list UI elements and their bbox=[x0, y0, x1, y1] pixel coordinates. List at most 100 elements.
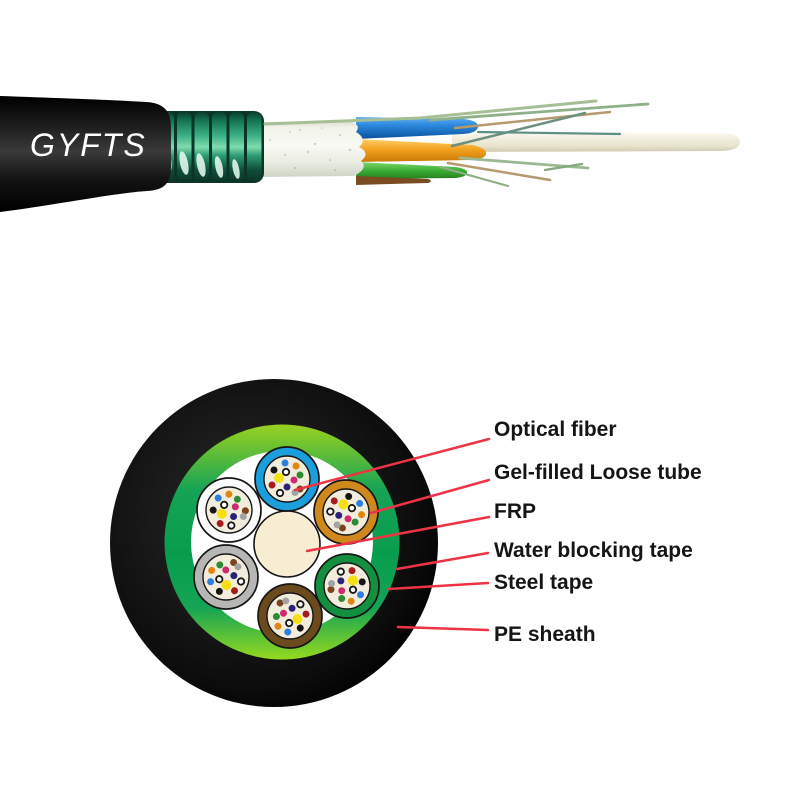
cable-brand-marking: GYFTS bbox=[30, 127, 147, 163]
pe-sheath-photo bbox=[0, 96, 171, 212]
leader-water-blocking bbox=[395, 551, 490, 571]
fiber-dot-orange bbox=[225, 490, 233, 498]
fiber-dot-orange bbox=[208, 566, 216, 574]
label-gel-filled-loose-tube: Gel-filled Loose tube bbox=[494, 461, 702, 484]
fiber-dot-red bbox=[268, 481, 276, 489]
fiber-dot-orange bbox=[358, 511, 366, 519]
fiber-dot-blue bbox=[284, 628, 292, 636]
fiber-dot-red bbox=[330, 497, 338, 505]
leader-steel-tape bbox=[387, 581, 490, 591]
fiber-dot-brown bbox=[230, 558, 238, 566]
fiber-dot-yellow bbox=[347, 575, 358, 586]
fiber-dot-rose bbox=[222, 566, 230, 574]
fiber-dot-green bbox=[216, 561, 224, 569]
fiber-dot-brown bbox=[338, 524, 346, 532]
fiber-dot-white bbox=[348, 585, 358, 594]
fiber-dot-green bbox=[272, 612, 280, 620]
fiber-dot-slate bbox=[333, 521, 341, 529]
fiber-dot-green bbox=[296, 471, 304, 479]
leader-frp bbox=[305, 515, 491, 553]
tape-speckles bbox=[269, 127, 352, 171]
fiber-dot-brown bbox=[276, 599, 284, 607]
fiber-strands bbox=[263, 99, 650, 188]
fiber-dot-slate bbox=[282, 597, 290, 605]
fiber-dot-blue bbox=[214, 494, 222, 502]
fiber-dot-red bbox=[348, 567, 356, 575]
fiber-dot-white bbox=[220, 500, 229, 509]
fiber-dot-green bbox=[351, 518, 359, 526]
fiber-dot-white bbox=[326, 507, 335, 516]
fiber-dot-rose bbox=[231, 503, 239, 511]
fiber-dot-white bbox=[296, 600, 305, 609]
fiber-dot-yellow bbox=[338, 499, 349, 510]
label-pe-sheath: PE sheath bbox=[494, 623, 596, 646]
fiber-dot-violet bbox=[230, 572, 238, 580]
fiber-dot-rose bbox=[338, 587, 346, 595]
loose-tube-slate bbox=[193, 544, 259, 610]
fiber-dot-white bbox=[275, 488, 285, 498]
fiber-dot-brown bbox=[327, 586, 335, 594]
fiber-dot-black bbox=[345, 492, 353, 500]
fiber-dot-black bbox=[270, 466, 278, 474]
fiber-dot-blue bbox=[357, 591, 365, 599]
fiber-dot-red bbox=[231, 587, 239, 595]
fiber-dot-violet bbox=[230, 513, 238, 521]
loose-tube-orange bbox=[313, 479, 379, 545]
fiber-dot-yellow bbox=[274, 473, 284, 483]
cable-cross-section bbox=[110, 379, 438, 707]
fiber-dot-white bbox=[336, 567, 345, 576]
fiber-dot-white bbox=[227, 521, 236, 530]
label-steel-tape: Steel tape bbox=[494, 571, 594, 594]
fiber-dot-violet bbox=[337, 577, 345, 585]
fiber-dot-yellow bbox=[221, 580, 232, 591]
water-blocking-tape-photo bbox=[246, 121, 366, 177]
fiber-dot-orange bbox=[274, 622, 282, 630]
label-water-blocking-tape: Water blocking tape bbox=[494, 539, 693, 562]
fiber-dot-white bbox=[285, 618, 294, 628]
leader-pe-sheath bbox=[396, 625, 490, 632]
fiber-dot-black bbox=[296, 624, 304, 632]
label-optical-fiber: Optical fiber bbox=[494, 418, 617, 441]
fiber-dot-rose bbox=[290, 476, 298, 484]
loose-tubes-layer bbox=[193, 446, 380, 649]
fiber-dot-blue bbox=[281, 459, 289, 467]
fiber-dot-brown bbox=[241, 507, 249, 515]
loose-tube-blue-photo bbox=[356, 117, 479, 139]
fiber-dot-black bbox=[209, 506, 217, 514]
fiber-dot-red bbox=[216, 520, 224, 528]
fiber-dot-slate bbox=[328, 579, 336, 587]
fiber-dot-black bbox=[358, 578, 366, 586]
fiber-dot-blue bbox=[207, 578, 215, 586]
fiber-dot-rose bbox=[279, 609, 287, 617]
fiber-dot-white bbox=[347, 504, 357, 513]
fiber-dot-orange bbox=[292, 462, 300, 470]
steel-tape-armor-photo bbox=[158, 111, 264, 183]
loose-tube-white bbox=[196, 477, 262, 543]
frp-center-rod bbox=[253, 510, 321, 578]
frp-rod-photo bbox=[452, 132, 740, 152]
leader-loose-tube bbox=[369, 478, 491, 515]
fiber-dot-slate bbox=[234, 563, 242, 571]
loose-tube-blue bbox=[254, 446, 320, 512]
fiber-dot-violet bbox=[335, 511, 343, 519]
fiber-dot-white bbox=[281, 467, 291, 477]
loose-tube-brown bbox=[257, 583, 323, 649]
leader-lines bbox=[293, 437, 491, 632]
fiber-dot-green bbox=[233, 495, 241, 503]
stripped-cable-photo bbox=[0, 96, 740, 212]
label-frp: FRP bbox=[494, 500, 536, 523]
loose-tube-brown-photo bbox=[356, 176, 431, 185]
fiber-dot-green bbox=[338, 595, 346, 603]
fiber-dot-violet bbox=[288, 604, 296, 612]
leader-optical-fiber bbox=[293, 437, 491, 492]
fiber-dot-orange bbox=[347, 597, 355, 605]
fiber-dot-rose bbox=[344, 515, 352, 523]
fiber-dot-blue bbox=[356, 499, 364, 507]
fiber-dot-violet bbox=[283, 483, 291, 491]
loose-tube-green bbox=[314, 553, 380, 619]
fiber-dot-white bbox=[215, 575, 224, 584]
fiber-dot-white bbox=[236, 577, 246, 586]
fiber-dot-yellow bbox=[216, 508, 227, 519]
